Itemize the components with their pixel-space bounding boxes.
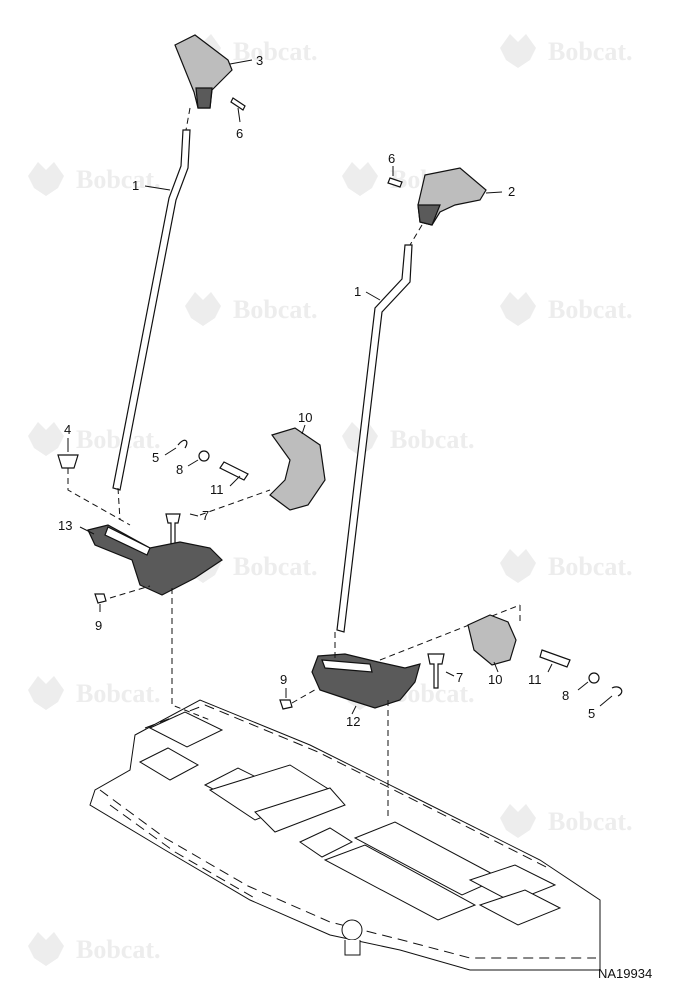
bobcat-head-icon (500, 292, 536, 326)
floor-pad (254, 787, 346, 833)
callout-left-handle: 3 (256, 53, 263, 68)
callout-left-bolt: 7 (202, 508, 209, 523)
right-foot-pedal (467, 614, 517, 666)
right-bolt (427, 653, 445, 689)
bobcat-head-icon (185, 292, 221, 326)
left-bolt (165, 513, 181, 546)
watermark-6: Bobcat. (500, 292, 633, 326)
left-nut (94, 593, 107, 604)
bobcat-head-icon (28, 676, 64, 710)
watermark-text: Bobcat. (233, 552, 318, 581)
callout-right-nut: 9 (280, 672, 287, 687)
bobcat-head-icon (500, 549, 536, 583)
watermark-2: Bobcat. (500, 34, 633, 68)
part-number-label: NA19934 (598, 966, 652, 981)
floor-plate (89, 699, 601, 971)
left-clip (177, 439, 188, 449)
left-lever (112, 129, 191, 491)
watermark-text: Bobcat. (233, 295, 318, 324)
right-handle-screw (387, 177, 403, 188)
callout-left-handle-screw: 6 (236, 126, 243, 141)
watermark-text: Bobcat. (76, 165, 161, 194)
watermark-text: Bobcat. (548, 552, 633, 581)
callout-right-bracket: 12 (346, 714, 360, 729)
callout-right-bolt: 7 (456, 670, 463, 685)
floor-pad (478, 889, 562, 926)
callout-right-handle: 2 (508, 184, 515, 199)
watermark-5: Bobcat. (185, 292, 318, 326)
watermark-text: Bobcat. (548, 807, 633, 836)
leader-lines (67, 59, 613, 715)
bobcat-head-icon (342, 162, 378, 196)
callout-left-bushing: 4 (64, 422, 71, 437)
watermark-text: Bobcat. (76, 425, 161, 454)
watermark-13: Bobcat. (500, 804, 633, 838)
watermark-text: Bobcat. (76, 679, 161, 708)
left-handle (174, 34, 233, 109)
bobcat-head-icon (500, 804, 536, 838)
floor-pad (148, 711, 224, 748)
left-assembly (57, 34, 326, 721)
left-washer (198, 450, 210, 462)
callout-right-washer: 8 (562, 688, 569, 703)
bobcat-head-icon (28, 162, 64, 196)
left-bushing (57, 454, 79, 469)
callout-left-foot-pedal: 10 (298, 410, 312, 425)
callout-left-lever: 1 (132, 178, 139, 193)
watermark-10: Bobcat. (500, 549, 633, 583)
floor-pad (298, 827, 354, 858)
left-pin (219, 461, 249, 481)
right-assembly (279, 167, 623, 820)
callout-left-pin: 11 (210, 482, 224, 497)
callout-right-lever: 1 (354, 284, 361, 299)
callout-right-pin: 11 (528, 672, 542, 687)
callout-right-handle-screw: 6 (388, 151, 395, 166)
left-foot-pedal (269, 427, 326, 511)
callout-right-clip: 5 (588, 706, 595, 721)
callout-left-washer: 8 (176, 462, 183, 477)
callout-right-foot-pedal: 10 (488, 672, 502, 687)
right-nut (279, 699, 293, 710)
callout-left-nut: 9 (95, 618, 102, 633)
right-lever (336, 244, 413, 633)
right-clip (611, 686, 623, 697)
right-washer (588, 672, 600, 684)
watermark-text: Bobcat. (76, 935, 161, 964)
watermark-text: Bobcat. (390, 425, 475, 454)
watermark-11: Bobcat. (28, 676, 161, 710)
bobcat-head-icon (28, 422, 64, 456)
callout-labels: 3 6 1 10 4 5 8 11 7 13 9 6 2 1 9 12 7 10… (58, 53, 595, 729)
callout-left-clip: 5 (152, 450, 159, 465)
watermark-14: Bobcat. (28, 932, 161, 966)
floor-pad (468, 864, 557, 903)
watermark-3: Bobcat. (28, 162, 161, 196)
watermark-7: Bobcat. (28, 422, 161, 456)
bobcat-head-icon (28, 932, 64, 966)
right-pin (539, 649, 571, 668)
floor-pad (138, 747, 200, 781)
left-handle-screw (230, 97, 246, 111)
watermark-text: Bobcat. (548, 37, 633, 66)
watermark-text: Bobcat. (548, 295, 633, 324)
floor-pad (323, 844, 477, 921)
callout-left-bracket: 13 (58, 518, 72, 533)
bobcat-head-icon (500, 34, 536, 68)
